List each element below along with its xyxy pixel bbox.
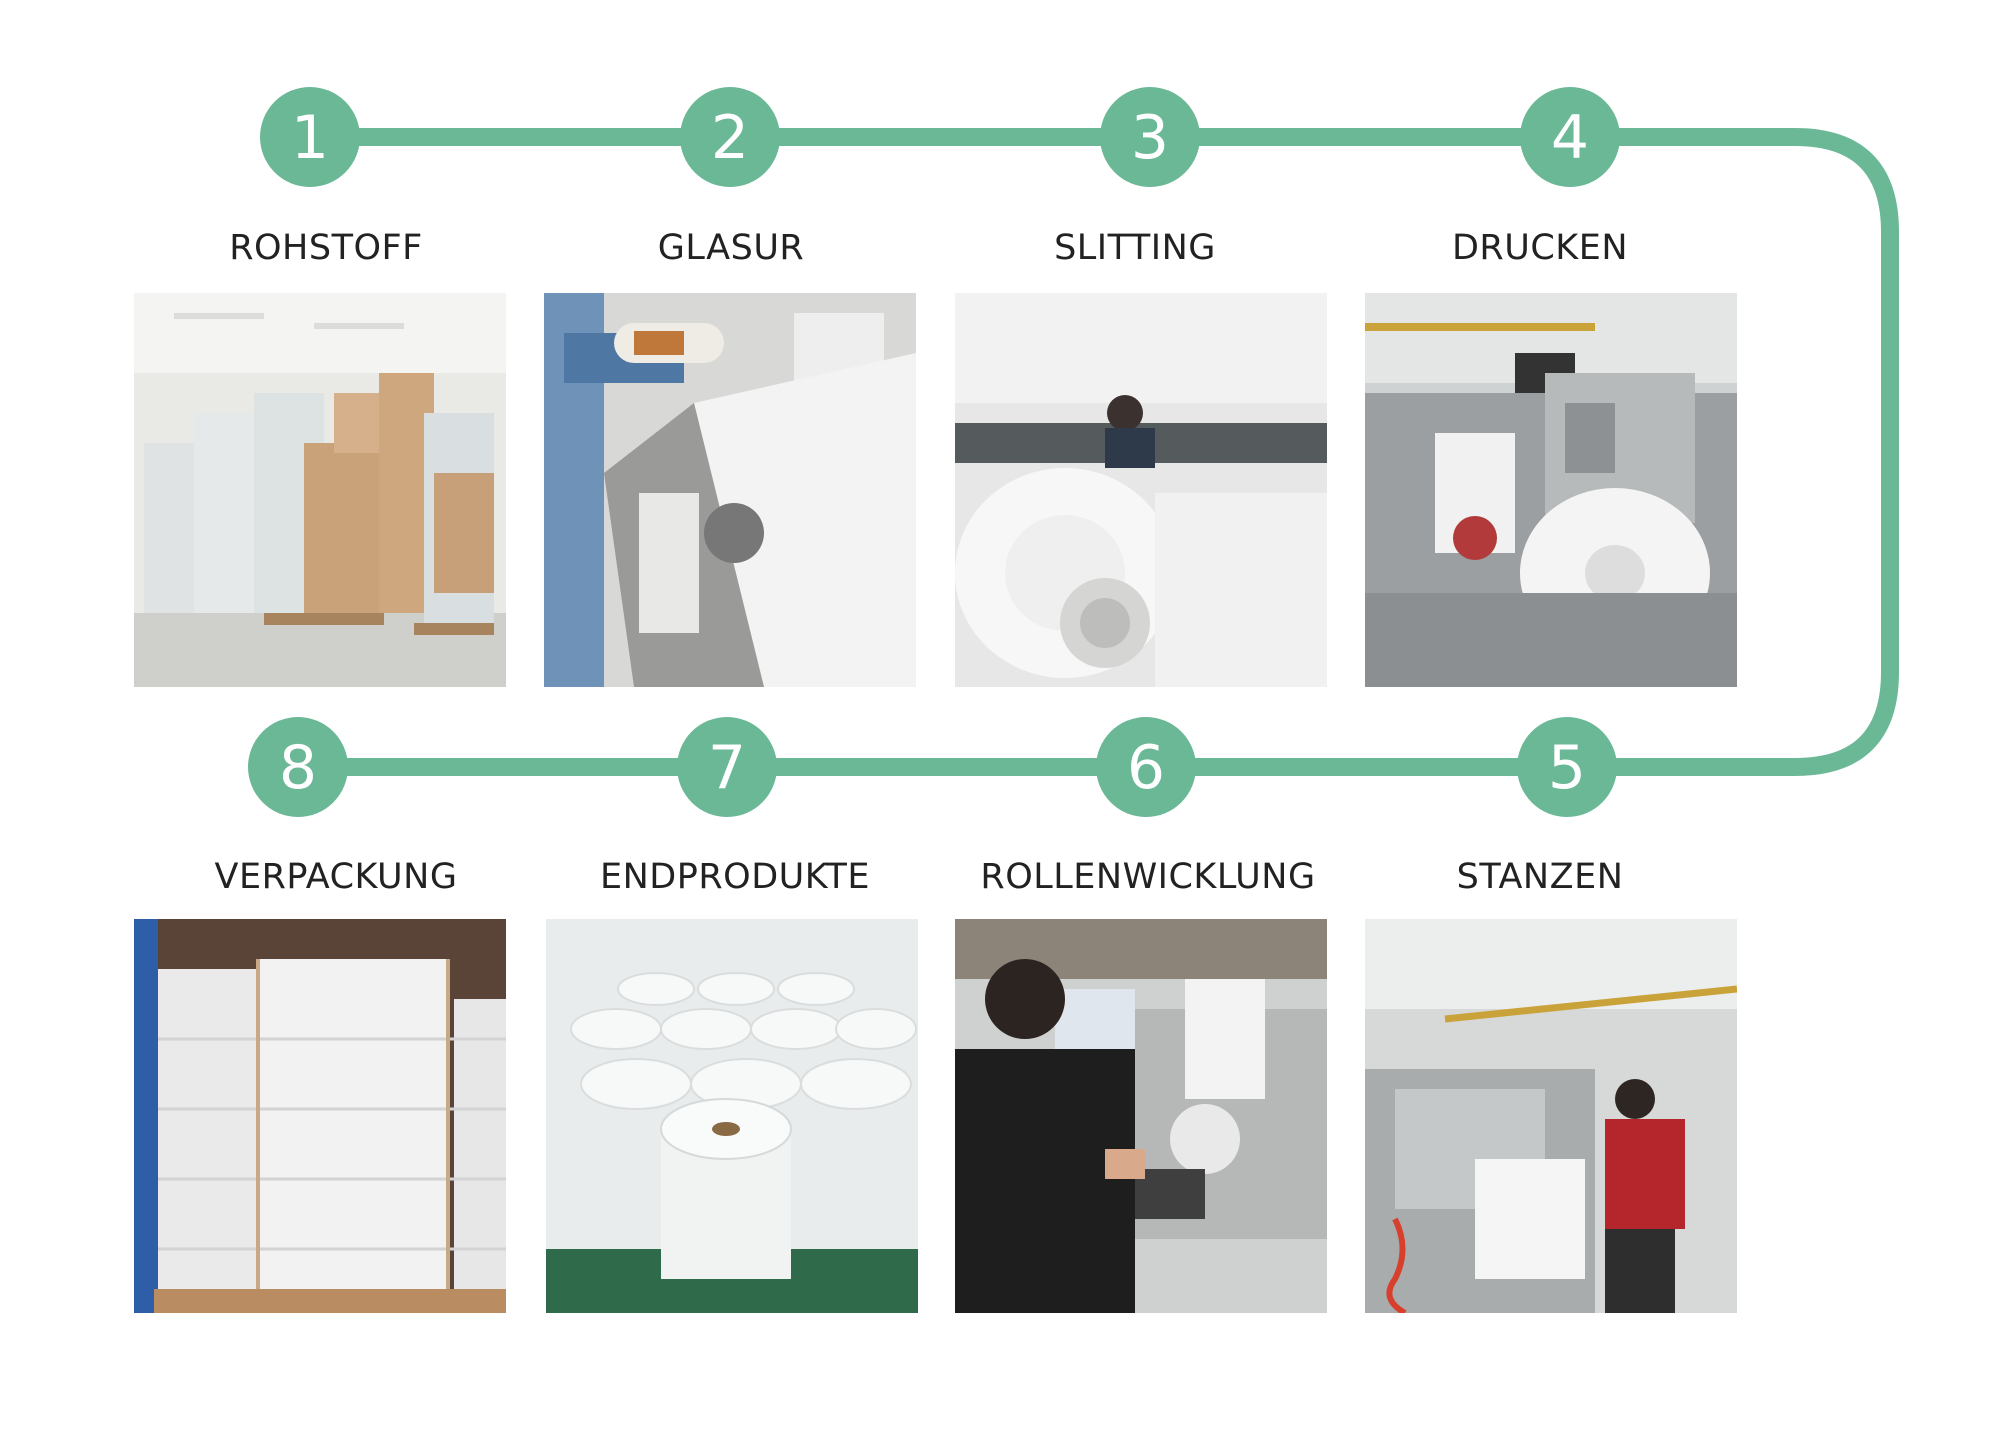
photo-stanzen xyxy=(1365,919,1737,1313)
step-label-slitting: SLITTING xyxy=(1054,228,1216,268)
step-badge-2: 2 xyxy=(680,87,780,187)
step-label-glasur: GLASUR xyxy=(657,228,805,268)
step-badge-3: 3 xyxy=(1100,87,1200,187)
photo-slitting xyxy=(955,293,1327,687)
step-label-rollenwicklung: ROLLENWICKLUNG xyxy=(980,857,1316,897)
step-number: 2 xyxy=(711,103,749,173)
step-circle xyxy=(1096,717,1196,817)
step-label-endprodukte: ENDPRODUKTE xyxy=(599,857,871,897)
step-number: 3 xyxy=(1131,103,1169,173)
step-circle xyxy=(1517,717,1617,817)
step-badge-6: 6 xyxy=(1096,717,1196,817)
step-label-rohstoff: ROHSTOFF xyxy=(229,228,423,268)
photo-rohstoff xyxy=(134,293,506,687)
step-label-drucken: DRUCKEN xyxy=(1451,228,1629,268)
step-badge-5: 5 xyxy=(1517,717,1617,817)
step-number: 8 xyxy=(279,733,317,803)
photo-endprodukte xyxy=(546,919,918,1313)
step-badge-4: 4 xyxy=(1520,87,1620,187)
photo-drucken xyxy=(1365,293,1737,687)
step-badge-8: 8 xyxy=(248,717,348,817)
photo-rollenwicklung xyxy=(955,919,1327,1313)
step-circle xyxy=(1520,87,1620,187)
step-number: 7 xyxy=(708,733,746,803)
step-badge-7: 7 xyxy=(677,717,777,817)
step-label-stanzen: STANZEN xyxy=(1456,857,1624,897)
step-circle xyxy=(248,717,348,817)
step-circle xyxy=(1100,87,1200,187)
step-number: 5 xyxy=(1548,733,1586,803)
step-circle xyxy=(677,717,777,817)
step-number: 1 xyxy=(291,103,329,173)
step-badge-1: 1 xyxy=(260,87,360,187)
photo-glasur xyxy=(544,293,916,687)
step-circle xyxy=(680,87,780,187)
photo-verpackung xyxy=(134,919,506,1313)
step-number: 6 xyxy=(1127,733,1165,803)
connector-path xyxy=(289,128,1899,776)
step-circle xyxy=(260,87,360,187)
step-number: 4 xyxy=(1551,103,1589,173)
step-label-verpackung: VERPACKUNG xyxy=(214,857,458,897)
